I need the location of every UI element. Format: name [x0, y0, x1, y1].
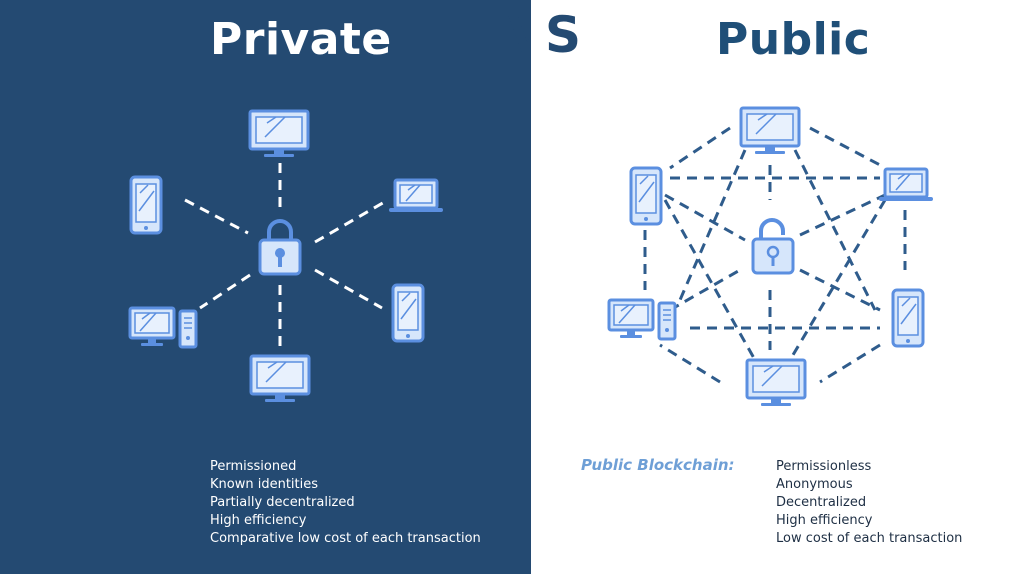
private-laptop-right-icon	[387, 178, 445, 214]
private-smartphone-right-icon	[391, 283, 425, 343]
public-open-padlock-icon	[751, 218, 795, 275]
public-laptop-right-icon	[877, 167, 935, 203]
public-feature-item: Decentralized	[776, 495, 867, 510]
public-smartphone-left-icon	[629, 166, 663, 226]
public-feature-item: Permissionless	[776, 459, 872, 474]
public-feature-list: Permissionless Anonymous Decentralized H…	[776, 458, 962, 548]
public-desktop-tower-icon	[607, 298, 677, 341]
public-connections	[643, 126, 907, 384]
public-feature-item: High efficiency	[776, 513, 873, 528]
public-feature-item: Anonymous	[776, 477, 853, 492]
private-feature-list: Permissioned Known identities Partially …	[210, 458, 481, 548]
vs-letter-s: S	[545, 6, 582, 64]
private-smartphone-left-icon	[129, 175, 163, 235]
public-monitor-top-icon	[739, 106, 801, 156]
public-smartphone-right-icon	[891, 288, 925, 348]
public-monitor-bottom-icon	[745, 358, 807, 408]
private-monitor-top-icon	[248, 109, 310, 159]
private-closed-padlock-icon	[258, 219, 302, 276]
public-panel	[531, 0, 1024, 574]
private-title: Private	[210, 14, 392, 65]
private-feature-item: Permissioned	[210, 459, 297, 474]
public-title: Public	[716, 14, 871, 65]
public-blockchain-label: Public Blockchain:	[581, 456, 735, 474]
private-feature-item: Comparative low cost of each transaction	[210, 531, 481, 546]
private-desktop-tower-icon	[128, 306, 198, 349]
private-feature-item: High efficiency	[210, 513, 307, 528]
private-monitor-bottom-icon	[249, 354, 311, 404]
vs-letter-v: V	[508, 6, 531, 64]
public-feature-item: Low cost of each transaction	[776, 531, 963, 546]
private-connections	[184, 163, 389, 350]
private-feature-item: Partially decentralized	[210, 495, 355, 510]
private-panel	[0, 0, 531, 574]
private-feature-item: Known identities	[210, 477, 319, 492]
